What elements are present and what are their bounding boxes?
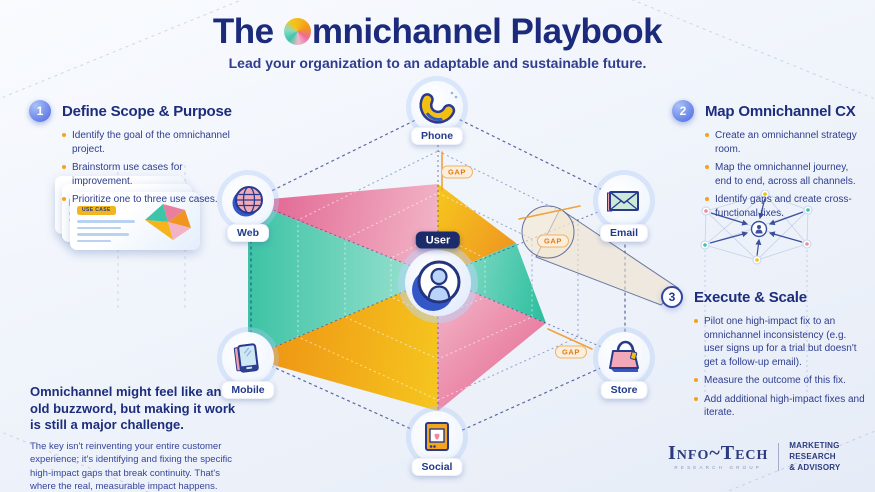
bullet-dot <box>62 133 66 137</box>
section-3-bullets: Pilot one high-impact fix to an omnichan… <box>694 315 866 420</box>
user-label: User <box>415 231 461 249</box>
bullet-item: Prioritize one to three use cases. <box>62 193 244 207</box>
section-define-scope: 1 Define Scope & Purpose Identify the go… <box>29 100 244 212</box>
brand-name: Info~Tech <box>668 442 769 465</box>
mobile-label: Mobile <box>221 381 275 399</box>
social-icon <box>406 406 468 468</box>
section-1-title: Define Scope & Purpose <box>62 102 232 120</box>
bullet-item: Pilot one high-impact fix to an omnichan… <box>694 315 866 369</box>
division-line-2: & ADVISORY <box>789 463 841 473</box>
bullet-item: Measure the outcome of this fix. <box>694 374 866 388</box>
web-icon <box>217 170 279 232</box>
store-label: Store <box>600 381 648 399</box>
callout-heading: Omnichannel might feel like an old buzzw… <box>30 384 236 433</box>
network-nodes <box>700 190 813 265</box>
omnichannel-wheel-icon <box>283 18 311 45</box>
bullet-dot <box>62 165 66 169</box>
email-icon <box>593 170 655 232</box>
bullet-item: Identify gaps and create cross-functiona… <box>705 193 864 220</box>
bullet-item: Add additional high-impact fixes and ite… <box>694 393 866 420</box>
store-icon <box>593 327 655 389</box>
bullet-dot <box>62 197 66 201</box>
division-line-1: MARKETING RESEARCH <box>789 441 840 462</box>
gap-badge-store: GAP <box>554 345 588 359</box>
section-map-cx: 2 Map Omnichannel CX Create an omnichann… <box>672 100 864 225</box>
social-label: Social <box>411 458 463 476</box>
bullet-dot <box>694 378 698 382</box>
sector-email-store <box>438 243 546 323</box>
bullet-dot <box>694 319 698 323</box>
bullet-dot <box>705 133 709 137</box>
page-subtitle: Lead your organization to an adaptable a… <box>228 54 647 71</box>
gap-badge-email: GAP <box>536 234 570 248</box>
network-user-icon <box>750 220 768 238</box>
brand-subname: RESEARCH GROUP <box>674 465 762 471</box>
bullet-item: Map the omnichannel journey, end to end,… <box>705 161 864 188</box>
strategy-room-network <box>700 190 813 395</box>
step-3-badge: 3 <box>661 286 683 308</box>
bullet-dot <box>694 396 698 401</box>
step-2-badge: 2 <box>672 100 694 122</box>
infotech-logo: Info~Tech RESEARCH GROUP MARKETING RESEA… <box>668 440 875 474</box>
callout-body: The key isn't reinventing your entire cu… <box>30 440 232 492</box>
challenge-callout: Omnichannel might feel like an old buzzw… <box>30 384 237 492</box>
section-3-title: Execute & Scale <box>694 288 807 306</box>
sector-mobile-web <box>248 201 438 358</box>
bullet-item: Brainstorm use cases for improvement. <box>62 161 244 188</box>
page-header: The mnichannel Playbook Lead your organi… <box>0 12 875 71</box>
use-case-card-front: USE CASE <box>70 192 200 250</box>
bullet-item: Create an omnichannel strategy room. <box>705 129 864 156</box>
phone-icon <box>406 76 468 138</box>
step-1-badge: 1 <box>29 100 51 122</box>
web-label: Web <box>227 224 269 242</box>
page-title: The mnichannel Playbook <box>212 12 663 51</box>
section-1-bullets: Identify the goal of the omnichannel pro… <box>62 129 244 207</box>
logo-divider <box>778 442 780 471</box>
bullet-dot <box>705 165 709 169</box>
section-2-bullets: Create an omnichannel strategy room. Map… <box>705 129 864 220</box>
sector-social-mobile <box>248 277 438 411</box>
section-2-title: Map Omnichannel CX <box>705 102 856 120</box>
mini-radar-shape <box>145 204 191 240</box>
mobile-icon <box>217 327 279 389</box>
use-case-cards: USE CASE USE CASE USE CASE <box>55 176 205 271</box>
bullet-dot <box>705 197 709 201</box>
gap-callout-cone <box>521 205 679 306</box>
bullet-item: Identify the goal of the omnichannel pro… <box>62 129 244 156</box>
phone-label: Phone <box>410 127 464 145</box>
sector-web-phone <box>248 184 438 277</box>
user-avatar <box>398 243 478 323</box>
gap-badge-phone: GAP <box>440 165 474 179</box>
email-label: Email <box>599 224 649 242</box>
section-execute-scale: 3 Execute & Scale Pilot one high-impact … <box>661 286 865 425</box>
